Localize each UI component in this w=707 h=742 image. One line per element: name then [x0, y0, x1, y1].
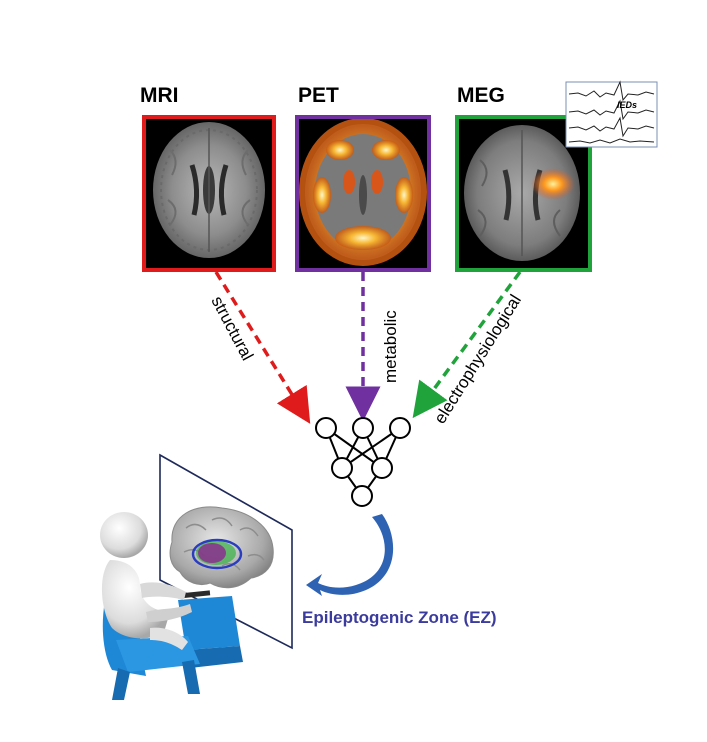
neural-network-icon — [315, 417, 411, 507]
mri-frame — [142, 115, 276, 272]
ieds-label: IEDs — [617, 100, 637, 110]
mri-panel — [142, 115, 276, 272]
electrophysiological-label: electrophysiological — [430, 291, 525, 427]
mri-label: MRI — [140, 84, 179, 107]
meg-frame — [455, 115, 592, 272]
brain-3d-image — [169, 506, 274, 589]
meg-label: MEG — [457, 84, 505, 107]
meg-panel — [455, 115, 592, 272]
pet-label: PET — [298, 84, 339, 107]
person-at-computer-figure — [100, 512, 243, 700]
meg-hotspot — [531, 168, 575, 200]
ieds-inset: IEDs — [565, 80, 658, 148]
person-head — [100, 512, 148, 558]
metabolic-label: metabolic — [381, 310, 400, 383]
epileptogenic-zone-label: Epileptogenic Zone (EZ) — [302, 608, 497, 627]
pet-panel — [295, 115, 431, 272]
pet-frame — [295, 115, 431, 272]
electrophysiological-arrow — [412, 270, 522, 419]
output-curved-arrow — [306, 514, 394, 596]
monitor — [159, 453, 293, 650]
structural-arrow — [214, 271, 311, 424]
